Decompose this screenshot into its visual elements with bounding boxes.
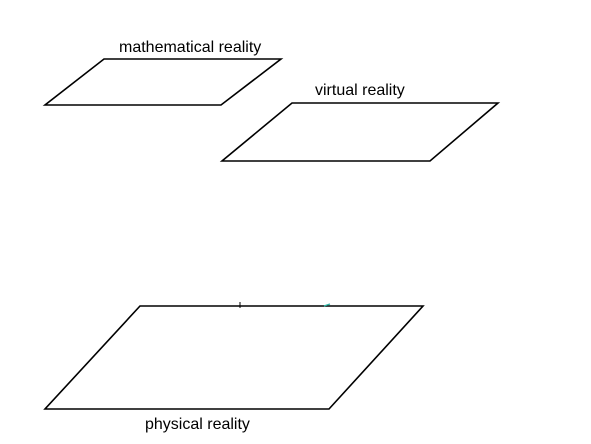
plane-accent-mark bbox=[323, 303, 331, 307]
mathematical-reality-plane bbox=[42, 58, 284, 106]
mathematical-reality-label: mathematical reality bbox=[119, 39, 261, 56]
virtual-reality-plane bbox=[219, 102, 501, 162]
virtual-reality-label: virtual reality bbox=[315, 82, 405, 99]
physical-reality-plane bbox=[43, 305, 425, 410]
physical-reality-label: physical reality bbox=[145, 416, 250, 433]
